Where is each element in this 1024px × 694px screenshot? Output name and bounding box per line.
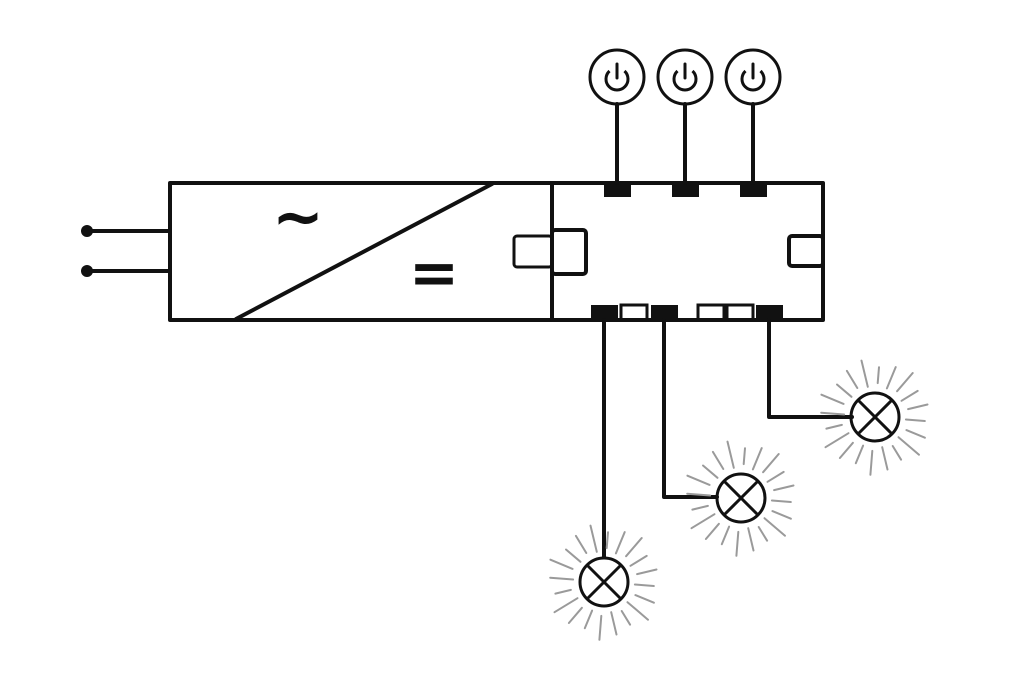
switch-socket: [672, 181, 699, 197]
light-ray: [702, 464, 719, 479]
light-ray: [620, 610, 632, 626]
light-ray: [691, 504, 709, 511]
light-ray: [554, 588, 572, 595]
lamp-icon: [715, 472, 767, 524]
lamp-3: [820, 359, 929, 476]
light-ray: [629, 554, 648, 567]
connector-input-socket: [550, 228, 588, 276]
light-ray: [838, 441, 854, 459]
light-ray: [589, 524, 598, 553]
light-ray: [598, 614, 603, 641]
lamp-icon: [578, 556, 630, 608]
switch-3[interactable]: [724, 48, 782, 185]
light-ray: [726, 440, 735, 469]
power-converter: ~ =: [168, 180, 554, 322]
light-ray: [704, 522, 720, 540]
light-ray: [907, 403, 929, 411]
light-ray: [845, 369, 859, 389]
switches: [588, 48, 782, 185]
light-ray: [711, 450, 725, 470]
socket-slot: [725, 303, 755, 322]
light-ray: [854, 444, 865, 465]
light-rays: [820, 359, 929, 476]
light-ray: [742, 447, 746, 466]
light-ray: [751, 447, 763, 471]
light-ray: [820, 411, 846, 416]
light-ray: [553, 597, 579, 614]
light-ray: [583, 609, 594, 630]
switch-socket: [740, 181, 767, 197]
light-ray: [614, 531, 626, 555]
light-ray: [773, 484, 795, 492]
lamp-wires: [602, 318, 854, 559]
light-ray: [771, 510, 792, 520]
socket-slot: [619, 303, 649, 322]
switch-2[interactable]: [656, 48, 714, 185]
light-ray: [757, 526, 769, 542]
light-ray: [567, 606, 583, 624]
light-ray: [824, 432, 850, 449]
light-ray: [900, 389, 919, 402]
light-ray: [904, 418, 926, 422]
light-ray: [549, 558, 574, 570]
light-ray: [891, 445, 903, 461]
light-ray: [876, 366, 880, 385]
connector-input: [512, 234, 554, 269]
lamp-socket: [591, 305, 618, 322]
lamp-socket: [651, 305, 678, 322]
lamp-icon: [849, 391, 901, 443]
light-ray: [634, 594, 655, 604]
light-ray: [897, 436, 920, 456]
light-ray: [885, 366, 897, 390]
light-ray: [735, 530, 740, 557]
mains-input-wires: [81, 225, 170, 277]
light-rays: [549, 524, 658, 641]
socket-slot: [696, 303, 726, 322]
light-ray: [860, 359, 869, 388]
light-ray: [747, 527, 755, 552]
light-ray: [770, 499, 792, 503]
light-ray: [625, 537, 643, 558]
light-ray: [825, 423, 843, 430]
light-ray: [633, 583, 655, 587]
power-icon[interactable]: [588, 48, 646, 106]
light-ray: [574, 534, 588, 554]
lamp-socket: [756, 305, 783, 322]
dc-symbol: =: [409, 238, 459, 308]
power-icon[interactable]: [724, 48, 782, 106]
light-ray: [686, 492, 712, 497]
light-ray: [763, 517, 786, 537]
power-icon[interactable]: [656, 48, 714, 106]
light-ray: [869, 449, 874, 476]
switch-socket: [604, 181, 631, 197]
light-ray: [720, 525, 731, 546]
light-ray: [905, 429, 926, 439]
light-ray: [881, 446, 889, 471]
light-ray: [896, 372, 914, 393]
light-ray: [626, 601, 649, 621]
light-ray: [565, 548, 582, 563]
ac-symbol: ~: [272, 180, 324, 253]
light-ray: [686, 474, 711, 486]
switch-1[interactable]: [588, 48, 646, 185]
light-ray: [605, 531, 609, 550]
light-ray: [820, 393, 845, 405]
distributor-box: [512, 181, 825, 322]
connector-output-side: [787, 234, 825, 268]
light-ray: [836, 383, 853, 398]
light-rays: [686, 440, 795, 557]
light-ray: [549, 576, 575, 581]
light-ray: [762, 453, 780, 474]
lamp-2: [686, 440, 795, 557]
light-ray: [636, 568, 658, 576]
light-ray: [690, 513, 716, 530]
light-ray: [610, 611, 618, 636]
lamp-1: [549, 524, 658, 641]
lamps: [549, 359, 929, 641]
light-ray: [766, 470, 785, 483]
